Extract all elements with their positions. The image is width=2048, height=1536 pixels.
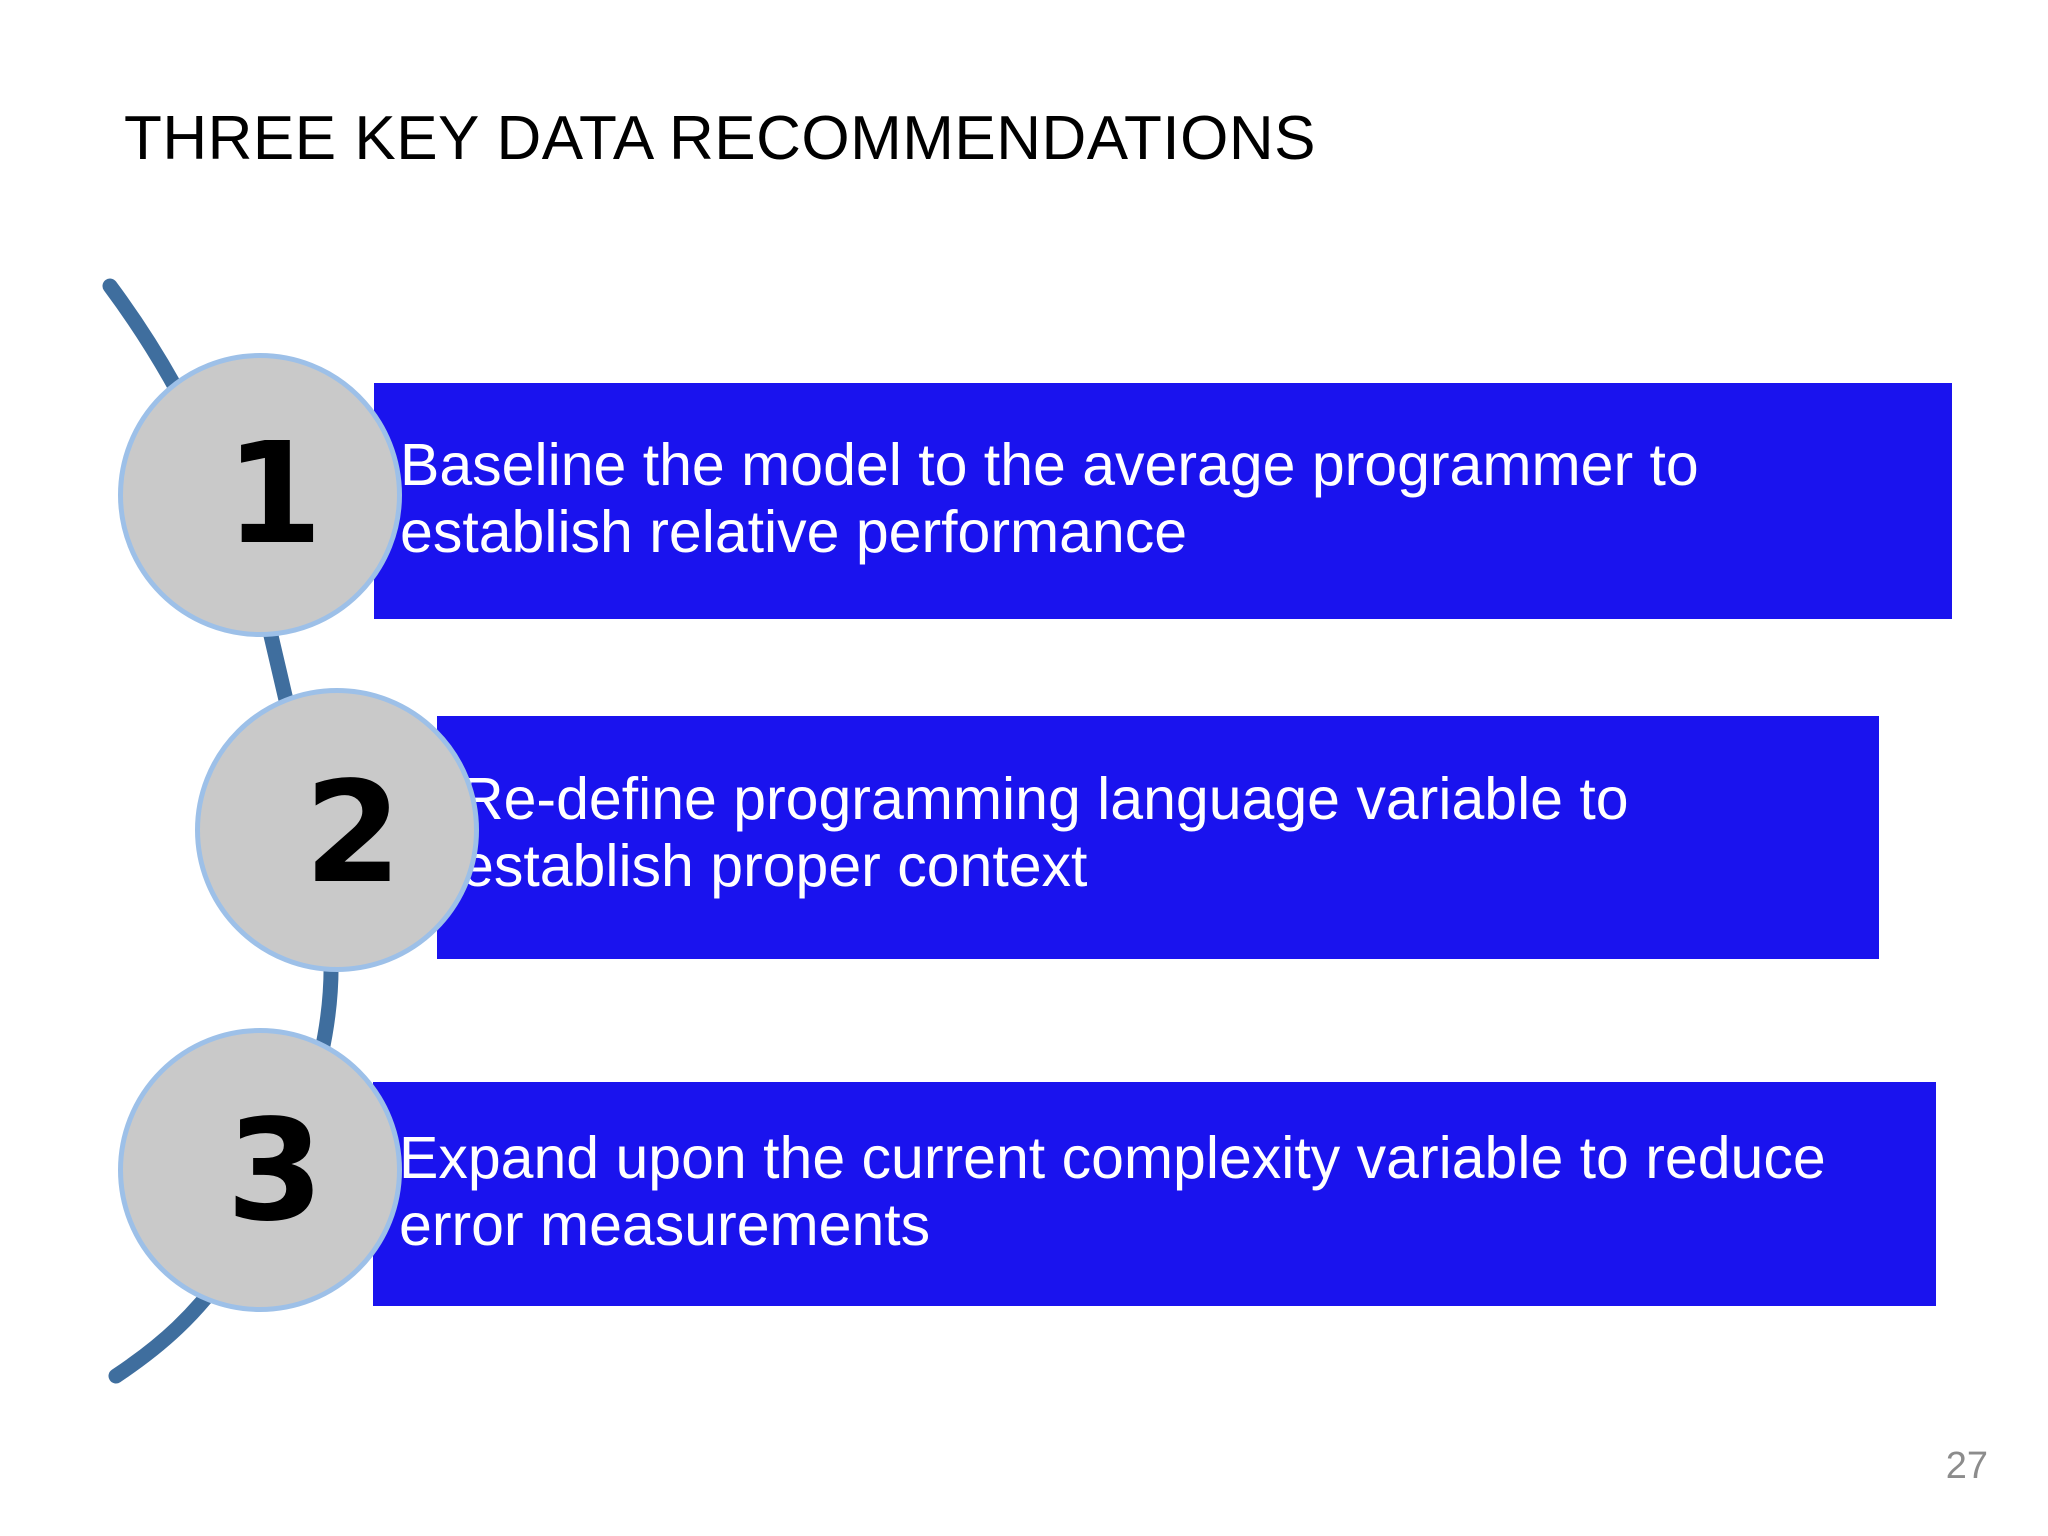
recommendation-text-2: Re-define programming language variable … [461,765,1629,899]
step-circle-2: 2 [195,688,479,972]
step-circle-3: 3 [118,1028,402,1312]
recommendation-text-1: Baseline the model to the average progra… [400,432,1699,565]
recommendation-text-3: Expand upon the current complexity varia… [399,1125,1826,1258]
slide-page-number: 27 [1945,1445,1988,1487]
recommendation-bar-1: Baseline the model to the average progra… [374,383,1952,619]
page-title: THREE KEY DATA RECOMMENDATIONS [124,104,1317,173]
step-number-3: 3 [226,1090,324,1253]
step-number-2: 2 [304,752,402,915]
step-circle-1: 1 [118,353,402,637]
recommendation-bar-3: Expand upon the current complexity varia… [373,1082,1936,1306]
recommendation-bar-2: Re-define programming language variable … [437,716,1879,959]
step-number-1: 1 [225,413,323,576]
